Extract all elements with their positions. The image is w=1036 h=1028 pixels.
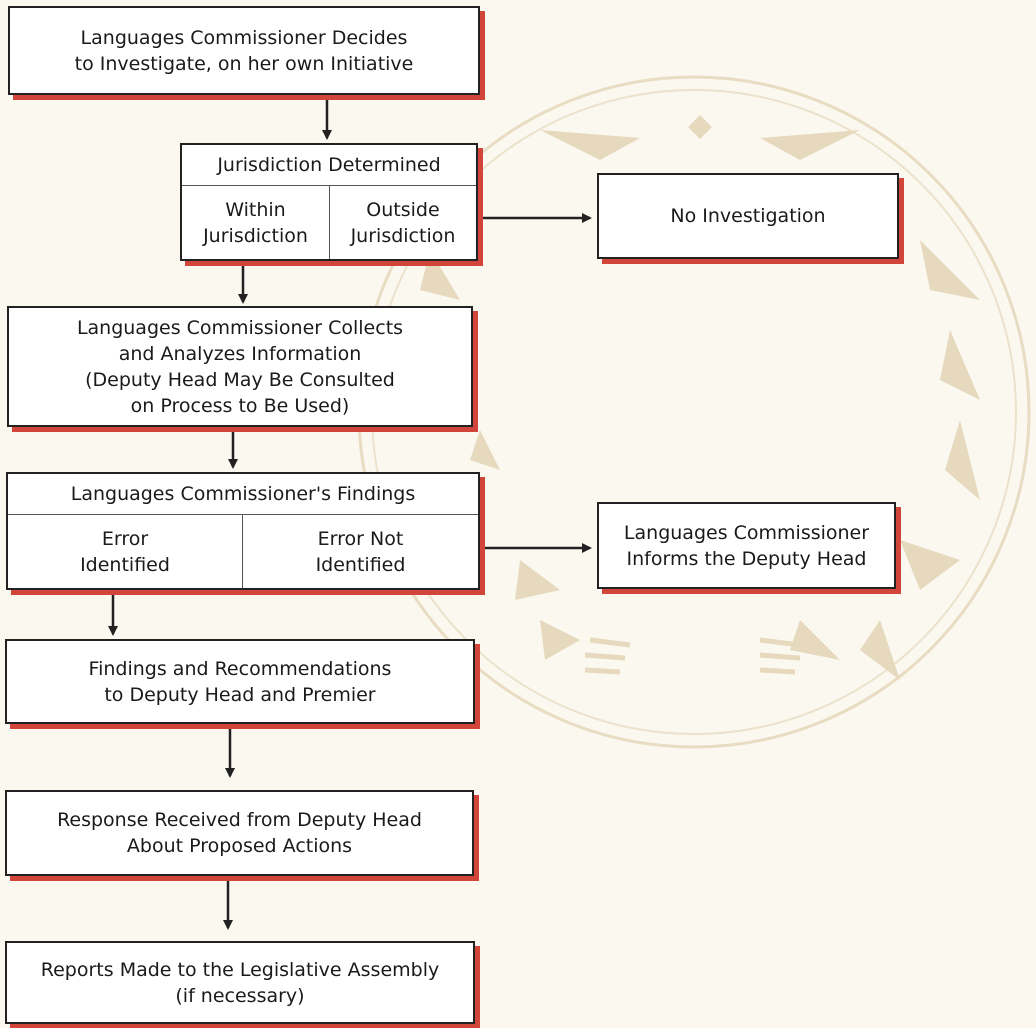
error-not-identified: Error Not Identified <box>242 515 478 588</box>
step-reports-legislative-assembly: Reports Made to the Legislative Assembly… <box>5 941 475 1024</box>
step-initiate-investigation: Languages Commissioner Decides to Invest… <box>8 6 480 95</box>
step-jurisdiction-determined: Jurisdiction Determined Within Jurisdict… <box>180 143 478 261</box>
within-jurisdiction: Within Jurisdiction <box>203 198 308 247</box>
error-identified: Error Identified <box>80 527 170 576</box>
findings-title: Languages Commissioner's Findings <box>8 474 478 515</box>
step-no-investigation: No Investigation <box>597 173 899 259</box>
step-informs-deputy-head: Languages Commissioner Informs the Deput… <box>597 502 896 589</box>
outside-jurisdiction: Outside Jurisdiction <box>329 186 476 259</box>
step-findings-recommendations: Findings and Recommendations to Deputy H… <box>5 639 475 724</box>
jurisdiction-title: Jurisdiction Determined <box>182 145 476 186</box>
step-commissioner-findings: Languages Commissioner's Findings Error … <box>6 472 480 590</box>
step-response-received: Response Received from Deputy Head About… <box>5 790 474 876</box>
step-collect-analyze: Languages Commissioner Collects and Anal… <box>7 306 473 427</box>
